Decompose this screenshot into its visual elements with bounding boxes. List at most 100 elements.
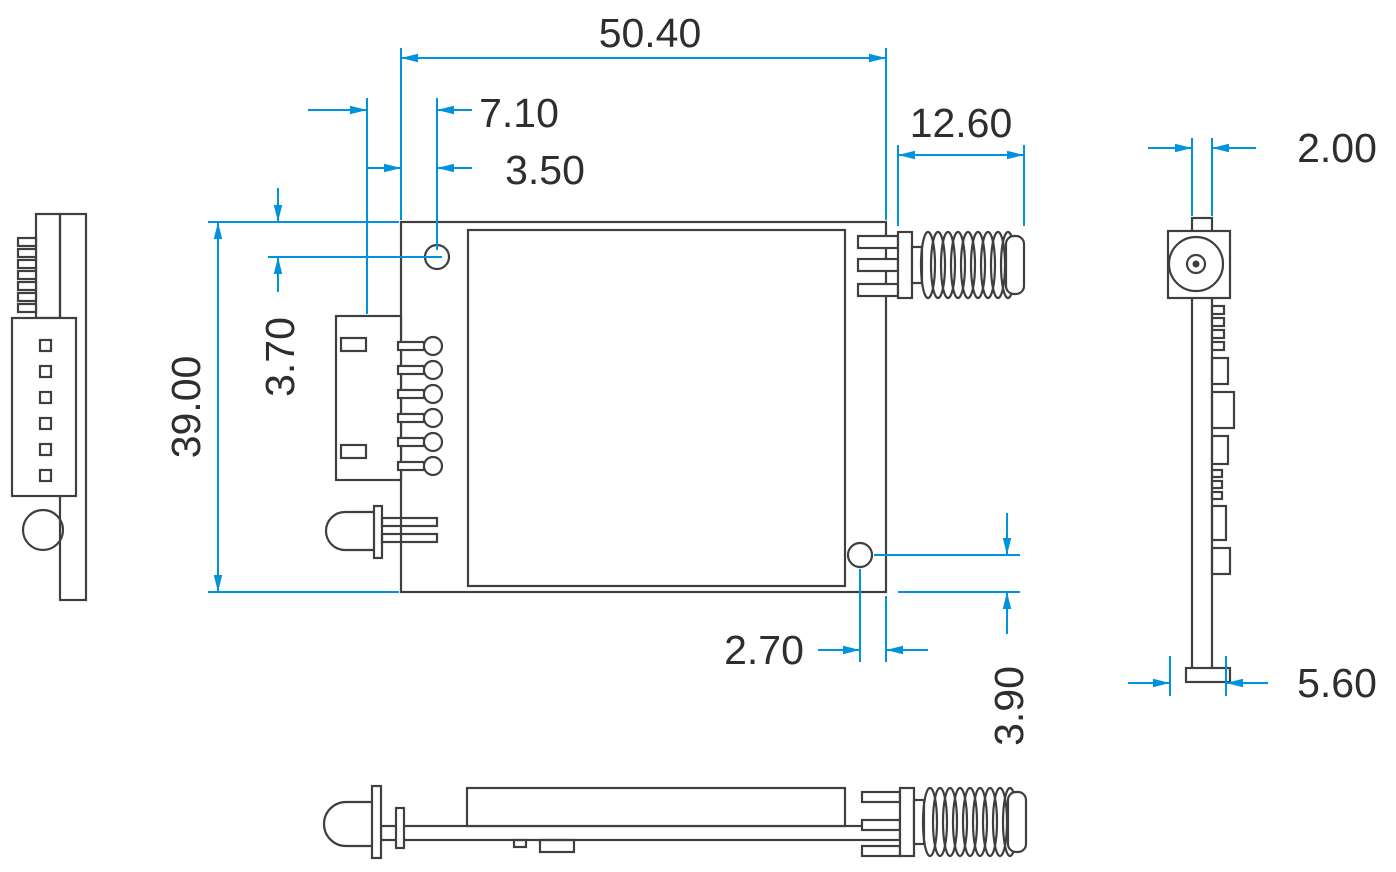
coil-turn xyxy=(959,230,977,300)
pin xyxy=(396,388,426,400)
pin-hole xyxy=(422,431,444,453)
rf-connector-center-pin xyxy=(1192,260,1200,268)
coil-turn xyxy=(949,230,967,300)
led-bracket-side xyxy=(370,784,383,860)
led-body xyxy=(324,510,378,552)
coil-turn xyxy=(931,786,949,858)
connector-tine xyxy=(856,282,900,298)
pin-tooth xyxy=(16,269,38,281)
solder-tab xyxy=(512,838,528,849)
led-pin-side xyxy=(394,806,406,850)
pin-hole xyxy=(422,359,444,381)
dim-hole2-bottom-offset: 3.90 xyxy=(874,513,1032,746)
coil-turn xyxy=(979,230,997,300)
component-tick xyxy=(1210,340,1226,352)
pcb-outline xyxy=(399,220,888,594)
dim-label-hole-offset-b: 3.50 xyxy=(505,147,585,193)
component-tick xyxy=(1210,479,1224,490)
component-block xyxy=(1210,390,1236,430)
component-block xyxy=(1210,356,1230,386)
dim-label-hole2-bottom-offset: 3.90 xyxy=(986,666,1032,746)
pin-slot-square xyxy=(38,364,53,379)
component-block xyxy=(1210,504,1228,542)
coil-turn xyxy=(921,786,939,858)
coil-turn xyxy=(969,230,987,300)
pin-hole xyxy=(422,407,444,429)
dim-label-antenna-length: 12.60 xyxy=(910,100,1013,146)
dim-overall-width: 50.40 xyxy=(400,10,887,220)
dim-label-pcb-thickness: 2.00 xyxy=(1297,125,1377,171)
dim-overall-height: 39.00 xyxy=(163,221,399,593)
pin-tooth xyxy=(16,280,38,292)
pin-slot-square xyxy=(38,468,53,483)
coil-turn xyxy=(941,786,959,858)
rf-connector-outer-ring xyxy=(1167,235,1225,293)
left-side-view xyxy=(10,212,88,602)
connector-tine xyxy=(856,257,900,273)
shield-can xyxy=(466,228,847,588)
pin-slot-square xyxy=(38,442,53,457)
shield-can-side xyxy=(465,786,847,828)
connector-notch xyxy=(339,336,368,353)
pin-tooth xyxy=(16,247,38,259)
led-lead xyxy=(380,532,439,544)
antenna-cap xyxy=(1006,790,1028,854)
pcb-edge-bottom xyxy=(379,824,902,842)
connector-body xyxy=(334,314,403,482)
dim-label-hole2-right-offset: 2.70 xyxy=(724,627,804,673)
coil-turn xyxy=(919,230,937,300)
header-body-side xyxy=(34,212,62,320)
antenna-assembly xyxy=(856,228,1026,302)
connector-tine xyxy=(856,234,900,250)
rf-connector-inner-ring xyxy=(1185,253,1207,275)
pin xyxy=(396,436,426,448)
component-block xyxy=(1210,434,1230,466)
pin-slot-square xyxy=(38,416,53,431)
pin xyxy=(396,340,426,352)
dimensions: 50.40 7.10 3.50 12.60 2.00 xyxy=(163,10,1377,746)
pin-slot-square xyxy=(38,390,53,405)
component-tick xyxy=(1210,316,1226,328)
led-body-side xyxy=(322,800,376,848)
dim-hole2-right-offset: 2.70 xyxy=(724,569,928,673)
connector-tine xyxy=(860,818,902,832)
dim-label-module-depth: 5.60 xyxy=(1297,660,1377,706)
led-lead xyxy=(380,516,439,528)
bottom-view xyxy=(322,784,1028,860)
dim-hole-top-offset: 3.70 xyxy=(257,188,442,397)
led-bracket xyxy=(372,504,384,560)
dim-module-depth: 5.60 xyxy=(1128,656,1377,706)
led-side xyxy=(21,508,65,552)
pin xyxy=(396,412,426,424)
coil-turn xyxy=(929,230,947,300)
dim-label-hole-offset-a: 7.10 xyxy=(479,90,559,136)
front-view xyxy=(324,220,1026,594)
coil-turn xyxy=(961,786,979,858)
dim-label-overall-height: 39.00 xyxy=(163,356,209,459)
component-tick xyxy=(1210,328,1226,340)
solder-tab xyxy=(538,838,576,854)
coil-turn xyxy=(981,786,999,858)
pin-tooth xyxy=(16,236,38,248)
component-block xyxy=(1210,546,1232,576)
pin xyxy=(396,460,426,472)
pin-tooth xyxy=(16,291,38,303)
dim-hole-offset-a: 7.10 xyxy=(308,90,559,314)
pin xyxy=(396,364,426,376)
pin-slot-square xyxy=(38,338,53,353)
mount-hole-bottom-right xyxy=(846,541,874,569)
coil-turn xyxy=(951,786,969,858)
dim-pcb-thickness: 2.00 xyxy=(1148,125,1377,216)
component-tick xyxy=(1210,304,1226,316)
antenna-base xyxy=(896,230,914,300)
dim-antenna-length: 12.60 xyxy=(897,100,1025,226)
pin-hole xyxy=(422,383,444,405)
connector-tine xyxy=(860,844,902,858)
connector-body-side xyxy=(10,316,78,498)
component-tick xyxy=(1210,468,1224,479)
coil-turn xyxy=(939,230,957,300)
connector-tine xyxy=(860,790,902,804)
led xyxy=(324,504,439,560)
